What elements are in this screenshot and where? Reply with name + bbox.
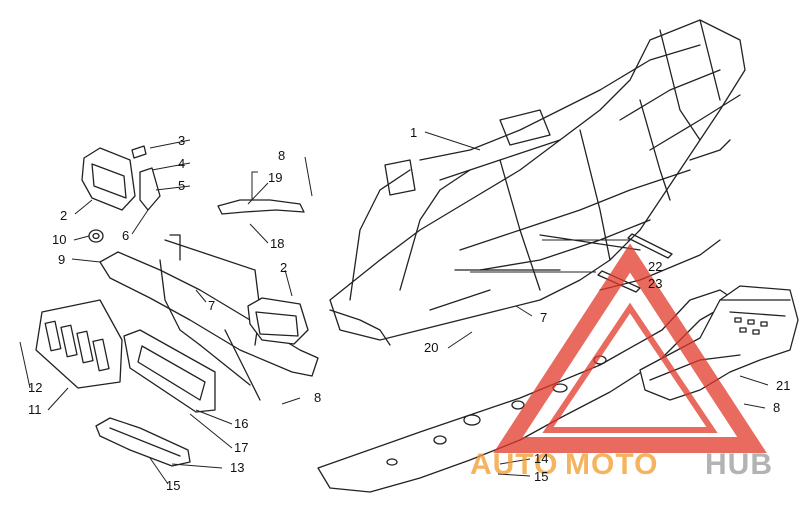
callout-15a: 15: [166, 478, 180, 493]
callout-13: 13: [230, 460, 244, 475]
callout-8c: 8: [773, 400, 780, 415]
callout-labels: 1 2 2 3 4 5 6 7 7 8 8 8 9 10 11 12 13 14…: [28, 125, 790, 493]
callout-11: 11: [28, 402, 42, 417]
callout-16: 16: [234, 416, 248, 431]
callout-6: 6: [122, 228, 129, 243]
grommet: [88, 229, 104, 243]
lower-guard: [95, 417, 191, 467]
callout-22: 22: [648, 259, 662, 274]
callout-17: 17: [234, 440, 248, 455]
watermark-text-moto: MOTO: [565, 448, 658, 481]
callout-19-bracket: [251, 171, 258, 201]
callout-20: 20: [424, 340, 438, 355]
callout-14: 14: [534, 451, 548, 466]
callout-23: 23: [648, 276, 662, 291]
callout-8b: 8: [314, 390, 321, 405]
callout-5: 5: [178, 178, 185, 193]
callout-7b: 7: [540, 310, 547, 325]
front-rack-tube: [217, 199, 305, 215]
callout-15b: 15: [534, 469, 548, 484]
front-grille-plate: [35, 299, 123, 389]
watermark-text-hub: HUB: [705, 448, 773, 481]
watermark-text-auto: AUTO: [470, 448, 558, 481]
leader-lines: [19, 131, 769, 485]
callout-1: 1: [410, 125, 417, 140]
watermark-logo: AUTO MOTO HUB: [470, 243, 773, 481]
callout-7a: 7: [208, 298, 215, 313]
headlight-left: [81, 147, 136, 211]
callout-12: 12: [28, 380, 42, 395]
bumper-panel: [123, 329, 216, 413]
front-bumper: [99, 234, 319, 401]
callout-2b: 2: [280, 260, 287, 275]
headlight-bracket: [131, 145, 161, 211]
headlight-right: [247, 297, 309, 345]
main-frame: [329, 19, 746, 346]
callout-9: 9: [58, 252, 65, 267]
callout-2a: 2: [60, 208, 67, 223]
callout-18: 18: [270, 236, 284, 251]
callout-8a: 8: [278, 148, 285, 163]
callout-10: 10: [52, 232, 66, 247]
callout-4: 4: [178, 156, 185, 171]
callout-3: 3: [178, 133, 185, 148]
callout-21: 21: [776, 378, 790, 393]
frame-bars: [597, 233, 673, 293]
callout-19: 19: [268, 170, 282, 185]
